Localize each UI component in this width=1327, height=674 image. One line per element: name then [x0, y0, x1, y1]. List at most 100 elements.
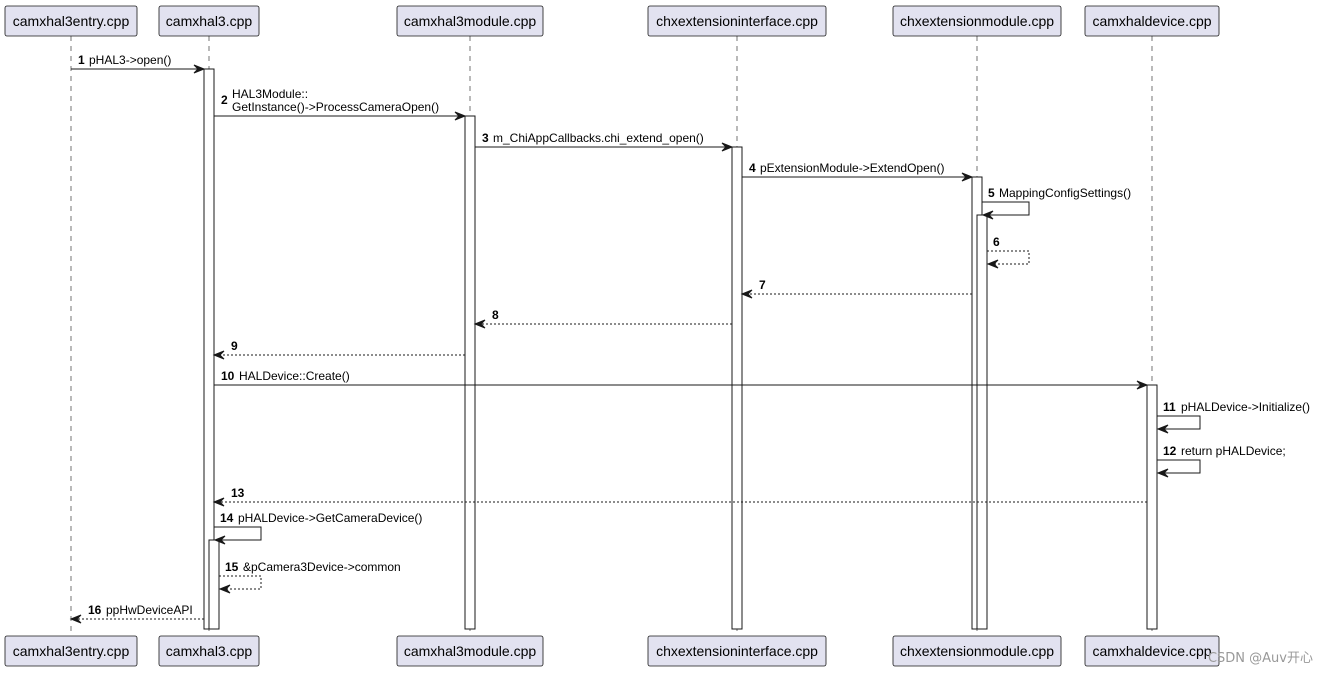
message-1: 1 pHAL3->open() — [71, 53, 206, 74]
participant-box — [396, 635, 544, 667]
participant-hal3-bottom: camxhal3.cpp — [158, 635, 260, 667]
message-6: 6 — [986, 235, 1030, 269]
message-number: 8 — [492, 308, 499, 322]
message-number: 12 — [1163, 444, 1177, 458]
arrowhead — [721, 142, 734, 152]
participant-entry-bottom: camxhal3entry.cpp — [4, 635, 138, 667]
message-9: 9 — [212, 339, 465, 360]
arrowhead — [1156, 424, 1169, 434]
message-self-line — [214, 526, 262, 541]
message-number: 2 — [221, 93, 228, 107]
participant-box — [4, 635, 138, 667]
participant-box — [158, 635, 260, 667]
message-self-line — [1157, 415, 1201, 430]
message-5: 5 MappingConfigSettings() — [981, 186, 1131, 220]
participant-device-top: camxhaldevice.cpp — [1084, 5, 1220, 37]
participant-chxmod-bottom: chxextensionmodule.cpp — [892, 635, 1062, 667]
message-number: 13 — [231, 486, 245, 500]
participant-box — [158, 5, 260, 37]
activation-device — [1146, 384, 1158, 630]
message-label: m_ChiAppCallbacks.chi_extend_open() — [493, 131, 704, 145]
activation-chxmod-nested — [976, 214, 988, 630]
participant-box — [892, 5, 1062, 37]
participant-device-bottom: camxhaldevice.cpp — [1084, 635, 1220, 667]
message-number: 11 — [1163, 400, 1176, 414]
participant-label: camxhal3entry.cpp — [13, 13, 130, 29]
message-label: &pCamera3Device->common — [243, 560, 401, 574]
arrowhead — [69, 614, 82, 624]
participant-label: chxextensioninterface.cpp — [656, 643, 818, 659]
message-number: 7 — [759, 278, 766, 292]
arrowhead — [454, 111, 467, 121]
participant-label: camxhaldevice.cpp — [1092, 643, 1211, 659]
arrowhead — [473, 319, 486, 329]
activation-bars — [203, 68, 1158, 630]
participant-label: camxhal3entry.cpp — [13, 643, 130, 659]
arrowhead — [218, 584, 231, 594]
message-10: 10 HALDevice::Create() — [214, 369, 1149, 390]
arrowhead — [981, 210, 994, 220]
message-7: 7 — [740, 278, 972, 299]
arrowhead — [1156, 468, 1169, 478]
participant-label: camxhal3.cpp — [166, 13, 253, 29]
arrowhead — [1136, 380, 1149, 390]
message-self-line — [219, 575, 262, 590]
message-label: MappingConfigSettings() — [999, 186, 1131, 200]
watermark: CSDN @Auv开心 — [1207, 651, 1313, 666]
message-self-line — [982, 201, 1030, 216]
message-number: 6 — [993, 235, 1000, 249]
arrowhead — [212, 350, 225, 360]
message-number: 5 — [988, 186, 995, 200]
message-self-line — [1157, 459, 1201, 474]
arrowhead — [213, 535, 226, 545]
arrowhead — [986, 259, 999, 269]
message-number: 15 — [225, 560, 239, 574]
arrowhead — [193, 64, 206, 74]
message-number: 9 — [231, 339, 238, 353]
message-label: pHAL3->open() — [89, 53, 171, 67]
message-number: 1 — [78, 53, 85, 67]
activation-hal3-nested — [208, 539, 220, 630]
arrowhead — [961, 172, 974, 182]
participant-label: chxextensioninterface.cpp — [656, 13, 818, 29]
participant-label: chxextensionmodule.cpp — [900, 13, 1054, 29]
participant-hal3-top: camxhal3.cpp — [158, 5, 260, 37]
participant-chxint-bottom: chxextensioninterface.cpp — [647, 635, 827, 667]
participant-chxmod-top: chxextensionmodule.cpp — [892, 5, 1062, 37]
message-label: ppHwDeviceAPI — [106, 603, 193, 617]
participant-label: camxhal3module.cpp — [404, 643, 537, 659]
participant-box — [647, 635, 827, 667]
message-16: 16 ppHwDeviceAPI — [69, 603, 204, 624]
message-14: 14 pHALDevice->GetCameraDevice() — [213, 511, 422, 545]
message-15: 15&pCamera3Device->common — [218, 560, 401, 594]
arrowhead — [740, 289, 753, 299]
participant-box — [396, 5, 544, 37]
message-number: 16 — [88, 603, 102, 617]
activation-module — [464, 115, 476, 630]
lifelines — [70, 36, 1153, 636]
message-label: HAL3Module:: — [232, 87, 308, 101]
message-label: HALDevice::Create() — [239, 369, 350, 383]
message-label: pHALDevice->GetCameraDevice() — [238, 511, 422, 525]
participant-box — [1084, 635, 1220, 667]
message-3: 3 m_ChiAppCallbacks.chi_extend_open() — [475, 131, 734, 152]
message-8: 8 — [473, 308, 732, 329]
participant-entry-top: camxhal3entry.cpp — [4, 5, 138, 37]
participant-module-bottom: camxhal3module.cpp — [396, 635, 544, 667]
participant-label: camxhaldevice.cpp — [1092, 13, 1211, 29]
message-number: 4 — [749, 161, 756, 175]
message-number: 14 — [220, 511, 234, 525]
participant-box — [892, 635, 1062, 667]
message-number: 3 — [482, 131, 489, 145]
participant-label: chxextensionmodule.cpp — [900, 643, 1054, 659]
message-13: 13 — [212, 486, 1147, 507]
message-number: 10 — [221, 369, 235, 383]
participant-box — [4, 5, 138, 37]
